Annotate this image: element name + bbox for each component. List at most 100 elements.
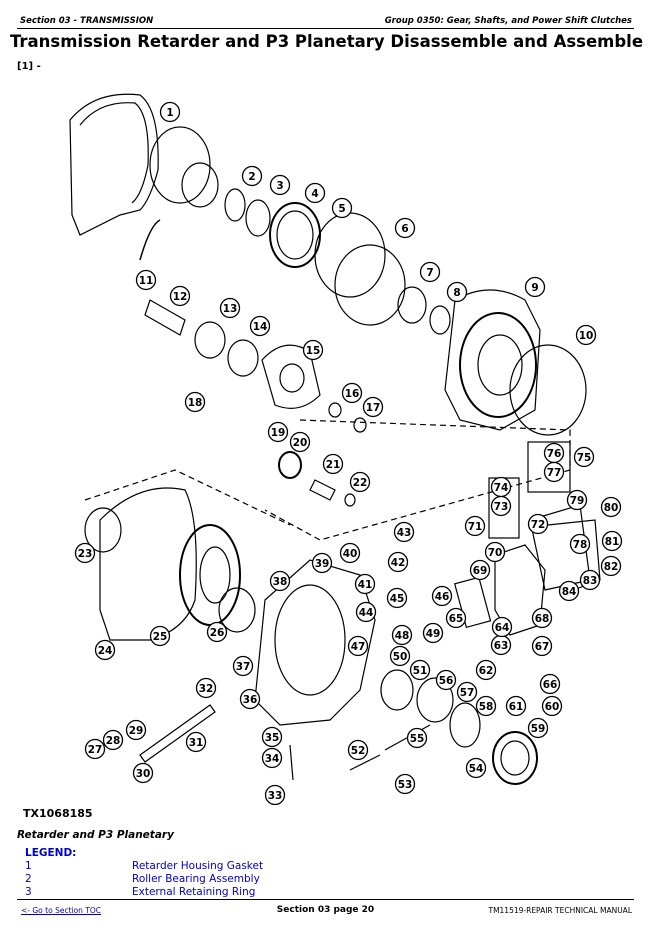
callout-74: 74	[490, 476, 512, 498]
manual-id: TM11519-REPAIR TECHNICAL MANUAL	[488, 906, 632, 915]
svg-text:12: 12	[173, 291, 188, 303]
callout-23: 23	[74, 542, 96, 564]
page-title: Transmission Retarder and P3 Planetary D…	[9, 32, 644, 51]
callout-3: 3	[269, 174, 291, 196]
callout-32: 32	[195, 677, 217, 699]
svg-text:82: 82	[604, 561, 619, 573]
callout-66: 66	[539, 673, 561, 695]
svg-text:66: 66	[543, 679, 558, 691]
callout-33: 33	[264, 784, 286, 805]
callout-68: 68	[531, 607, 553, 629]
svg-text:58: 58	[479, 701, 494, 713]
figure-caption: Retarder and P3 Planetary	[17, 829, 174, 841]
svg-text:50: 50	[393, 651, 408, 663]
svg-text:69: 69	[473, 565, 488, 577]
callout-72: 72	[527, 513, 549, 535]
svg-text:1: 1	[166, 107, 173, 119]
callout-13: 13	[219, 297, 241, 319]
svg-text:51: 51	[413, 665, 428, 677]
retarder-housing-gasket	[69, 93, 159, 236]
callout-45: 45	[386, 587, 408, 609]
svg-text:10: 10	[579, 330, 594, 342]
legend-num: 3	[25, 886, 32, 898]
svg-text:36: 36	[243, 694, 258, 706]
group-label: Group 0350: Gear, Shafts, and Power Shif…	[384, 16, 632, 26]
svg-text:84: 84	[562, 586, 577, 598]
callout-34: 34	[261, 747, 283, 769]
svg-text:81: 81	[605, 536, 620, 548]
svg-text:49: 49	[426, 628, 441, 640]
callout-37: 37	[232, 655, 254, 677]
svg-text:7: 7	[426, 267, 433, 279]
svg-text:23: 23	[78, 548, 93, 560]
svg-text:67: 67	[535, 641, 550, 653]
svg-text:39: 39	[315, 558, 330, 570]
svg-text:45: 45	[390, 593, 405, 605]
svg-text:77: 77	[547, 467, 562, 479]
svg-text:40: 40	[343, 548, 358, 560]
svg-text:53: 53	[398, 779, 413, 791]
callout-41: 41	[354, 573, 376, 595]
svg-text:13: 13	[223, 303, 238, 315]
svg-text:76: 76	[547, 448, 562, 460]
svg-text:34: 34	[265, 753, 280, 765]
callout-47: 47	[347, 635, 369, 657]
svg-text:48: 48	[395, 630, 410, 642]
callout-51: 51	[409, 659, 431, 681]
svg-text:38: 38	[273, 576, 288, 588]
callout-44: 44	[355, 601, 377, 623]
svg-text:19: 19	[271, 427, 286, 439]
callout-59: 59	[527, 717, 549, 739]
callout-39: 39	[311, 552, 333, 574]
callout-18: 18	[184, 391, 206, 413]
callout-27: 27	[84, 738, 106, 760]
callout-77: 77	[543, 461, 565, 483]
callout-52: 52	[347, 739, 369, 761]
callout-56: 56	[435, 669, 457, 691]
section-label: Section 03 - TRANSMISSION	[20, 16, 154, 26]
callout-54: 54	[465, 757, 487, 779]
svg-text:20: 20	[293, 437, 308, 449]
figure-ref: [1] -	[17, 61, 41, 72]
callout-69: 69	[469, 559, 491, 581]
svg-text:4: 4	[311, 188, 318, 200]
callout-63: 63	[490, 634, 512, 656]
callout-73: 73	[490, 495, 512, 517]
callout-11: 11	[135, 269, 157, 291]
callout-31: 31	[185, 731, 207, 753]
svg-text:60: 60	[545, 701, 560, 713]
callout-16: 16	[341, 382, 363, 404]
callout-17: 17	[362, 396, 384, 418]
callout-53: 53	[394, 773, 416, 795]
svg-text:16: 16	[345, 388, 360, 400]
callout-40: 40	[339, 542, 361, 564]
callout-21: 21	[322, 453, 344, 475]
legend-heading: LEGEND:	[25, 847, 77, 859]
callout-38: 38	[269, 570, 291, 592]
callout-70: 70	[484, 541, 506, 563]
svg-text:71: 71	[468, 521, 483, 533]
figure-id: TX1068185	[23, 807, 93, 820]
callout-64: 64	[491, 616, 513, 638]
toc-link[interactable]: <- Go to Section TOC	[21, 906, 102, 915]
svg-text:54: 54	[469, 763, 484, 775]
callout-36: 36	[239, 688, 261, 710]
legend-label: Roller Bearing Assembly	[132, 873, 260, 885]
callout-43: 43	[393, 521, 415, 543]
svg-text:8: 8	[453, 287, 460, 299]
callout-6: 6	[394, 217, 416, 239]
retarder-shaft-part	[149, 126, 211, 204]
svg-text:56: 56	[439, 675, 454, 687]
callout-82: 82	[600, 555, 622, 577]
page-number: Section 03 page 20	[276, 905, 375, 915]
svg-text:63: 63	[494, 640, 509, 652]
svg-text:72: 72	[531, 519, 546, 531]
svg-text:73: 73	[494, 501, 509, 513]
callout-8: 8	[446, 281, 468, 303]
svg-text:3: 3	[276, 180, 283, 192]
callout-14: 14	[249, 315, 271, 337]
legend-label: External Retaining Ring	[132, 886, 256, 898]
svg-text:41: 41	[358, 579, 373, 591]
callout-65: 65	[445, 607, 467, 629]
